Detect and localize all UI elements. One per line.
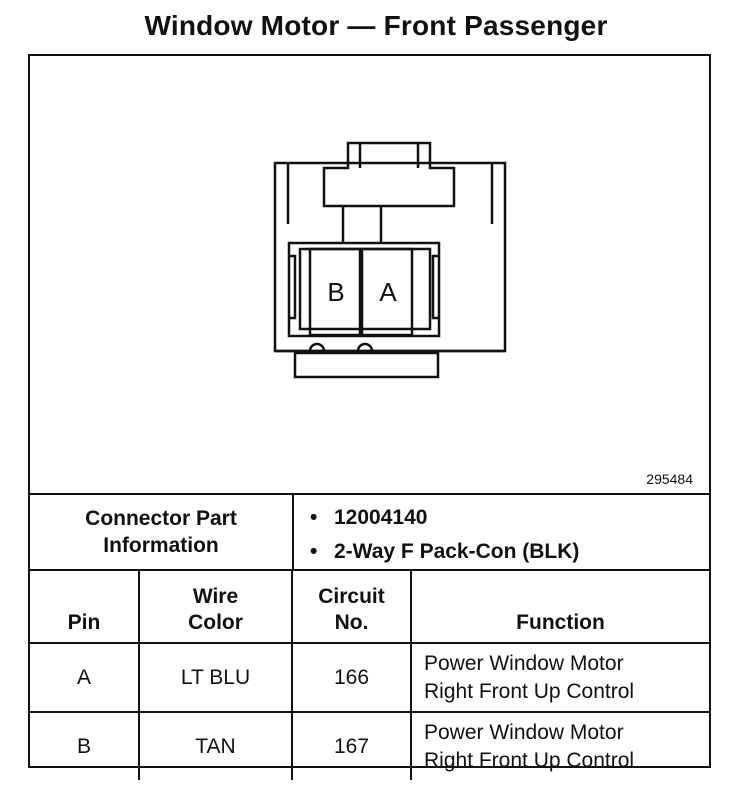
connector-sheet: B A 295484 Connector Part Information 12…	[28, 54, 711, 780]
connector-part-info: Connector Part Information 12004140 2-Wa…	[30, 495, 709, 571]
connector-description: 2-Way F Pack-Con (BLK)	[294, 535, 704, 569]
row-function-line2: Right Front Up Control	[424, 748, 635, 772]
connector-info-label-line2: Information	[103, 534, 219, 557]
figure-number: 295484	[646, 471, 693, 487]
pin-label-a: A	[379, 277, 397, 307]
connector-diagram: B A 295484	[30, 56, 709, 495]
connector-info-label: Connector Part Information	[30, 495, 294, 569]
row-function-line1: Power Window Motor	[424, 651, 624, 675]
row-function-line1: Power Window Motor	[424, 720, 624, 744]
pin-table-header: Pin Wire Color Circuit No. Function	[30, 569, 709, 644]
row-function: Power Window Motor Right Front Up Contro…	[411, 712, 709, 780]
connector-part-number: 12004140	[294, 501, 704, 535]
connector-drawing: B A	[273, 141, 507, 379]
header-circuit-line2: No.	[334, 611, 369, 634]
connector-info-label-line1: Connector Part	[85, 507, 237, 530]
header-pin: Pin	[30, 569, 140, 644]
header-circuit-line1: Circuit	[318, 585, 385, 608]
connector-info-list: 12004140 2-Way F Pack-Con (BLK)	[294, 501, 704, 569]
pin-table: Pin Wire Color Circuit No. Function A LT…	[30, 569, 709, 780]
header-wire-color-line2: Color	[188, 611, 243, 634]
header-circuit: Circuit No.	[292, 569, 412, 644]
header-wire-color: Wire Color	[139, 569, 293, 644]
pin-label-b: B	[327, 277, 344, 307]
row-circuit: 167	[292, 712, 412, 780]
header-wire-color-line1: Wire	[192, 585, 239, 608]
row-wire-color: LT BLU	[139, 643, 293, 713]
row-pin: A	[30, 643, 140, 713]
row-function-line2: Right Front Up Control	[424, 679, 635, 703]
row-wire-color: TAN	[139, 712, 293, 780]
row-circuit: 166	[292, 643, 412, 713]
row-function: Power Window Motor Right Front Up Contro…	[411, 643, 709, 713]
header-function: Function	[411, 569, 709, 644]
row-pin: B	[30, 712, 140, 780]
table-row: A LT BLU 166 Power Window Motor Right Fr…	[30, 643, 709, 713]
table-row: B TAN 167 Power Window Motor Right Front…	[30, 712, 709, 780]
page-title: Window Motor — Front Passenger	[144, 10, 608, 41]
